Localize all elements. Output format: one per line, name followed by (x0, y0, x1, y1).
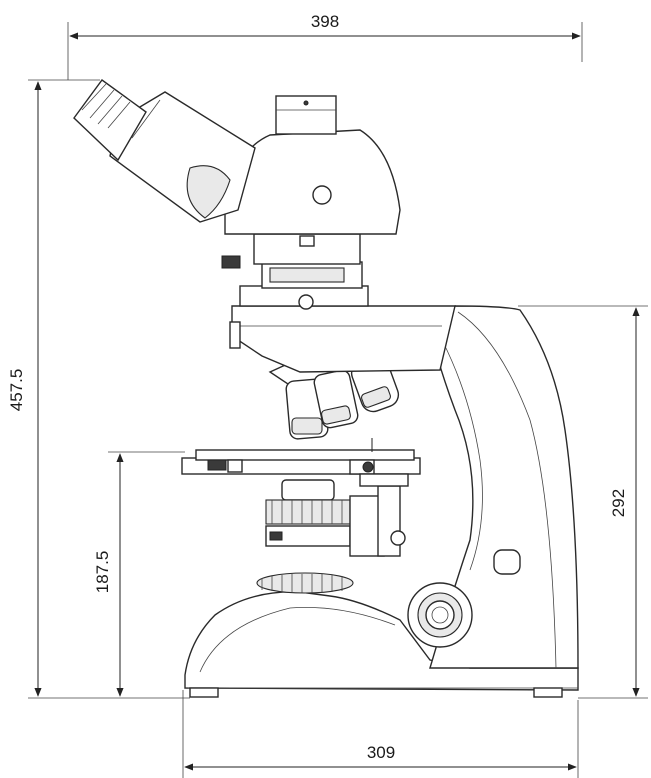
label-width-top: 398 (311, 12, 339, 31)
label-width-base: 309 (367, 743, 395, 762)
arm-head (229, 305, 456, 373)
label-height-stage: 187.5 (93, 551, 112, 594)
fine-focus-knob (493, 549, 521, 575)
dimension-lines (28, 22, 648, 778)
eyepiece (73, 79, 256, 223)
microscope (73, 79, 579, 698)
field-lens-ring (256, 572, 354, 594)
label-height-arm: 292 (609, 489, 628, 517)
filter-block (221, 233, 369, 310)
arm (429, 305, 579, 669)
base (184, 591, 579, 698)
focus-knob (407, 582, 473, 648)
label-height-total: 457.5 (7, 369, 26, 412)
stage (181, 438, 421, 487)
condenser (265, 479, 406, 557)
trinocular-head (224, 95, 401, 235)
